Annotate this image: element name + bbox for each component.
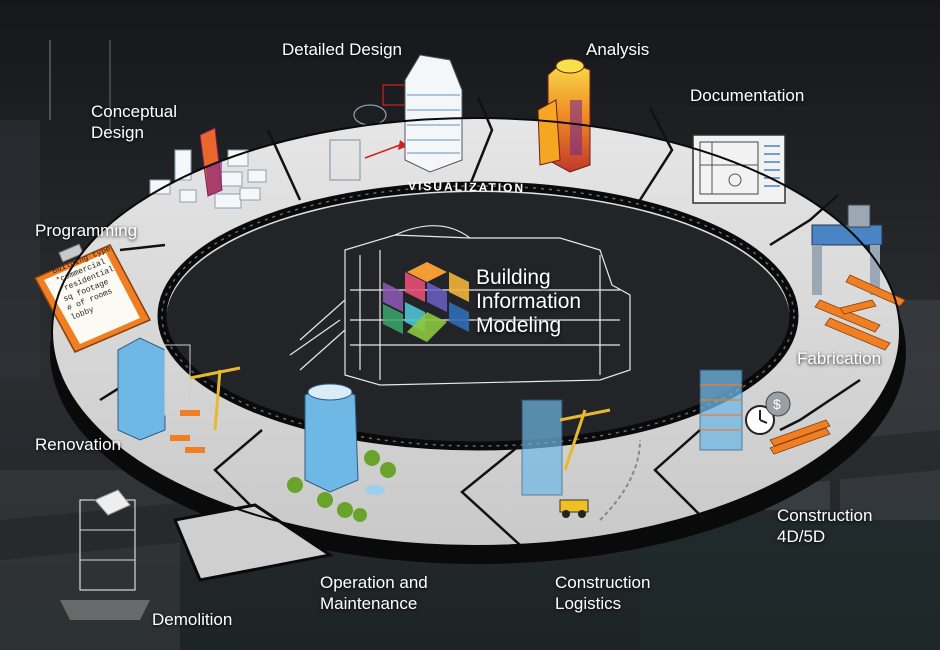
bim-wireframe-building [289,225,631,386]
ring-inner-dash [161,185,795,447]
bim-title: Building Information Modeling [476,266,582,337]
stage-programming: Programming [35,221,138,240]
ring-tail [172,503,334,582]
stage-detailed-design: Detailed Design [282,40,403,59]
stage-renovation: Renovation [35,435,122,454]
ring-outer-edge [51,117,901,547]
detailed-design-model [329,54,463,181]
operation-maintenance-model [287,383,396,522]
demolition-model [60,489,150,620]
stage-construction-logistics: Construction Logistics [555,573,651,613]
renovation-model [117,337,241,453]
stage-conceptual-design: Conceptual Design [91,102,178,142]
svg-text:$: $ [773,396,781,412]
stage-operation-maintenance: Operation and Maintenance [320,573,428,613]
stage-analysis: Analysis [586,40,650,59]
visualization-label: VISUALIZATION [407,178,526,196]
analysis-heatmap-building [537,58,591,173]
fabrication-machine [811,204,906,351]
documentation-sheet [692,134,786,204]
construction-4d5d-model: $ [699,369,831,455]
construction-logistics-model [521,399,641,521]
stage-construction-4d5d: Construction 4D/5D [777,506,873,546]
bim-cube-logo [383,262,469,342]
stage-fabrication: Fabrication [797,349,882,368]
stage-demolition: Demolition [152,610,233,629]
stage-documentation: Documentation [690,86,805,105]
segment-dividers [99,96,861,546]
